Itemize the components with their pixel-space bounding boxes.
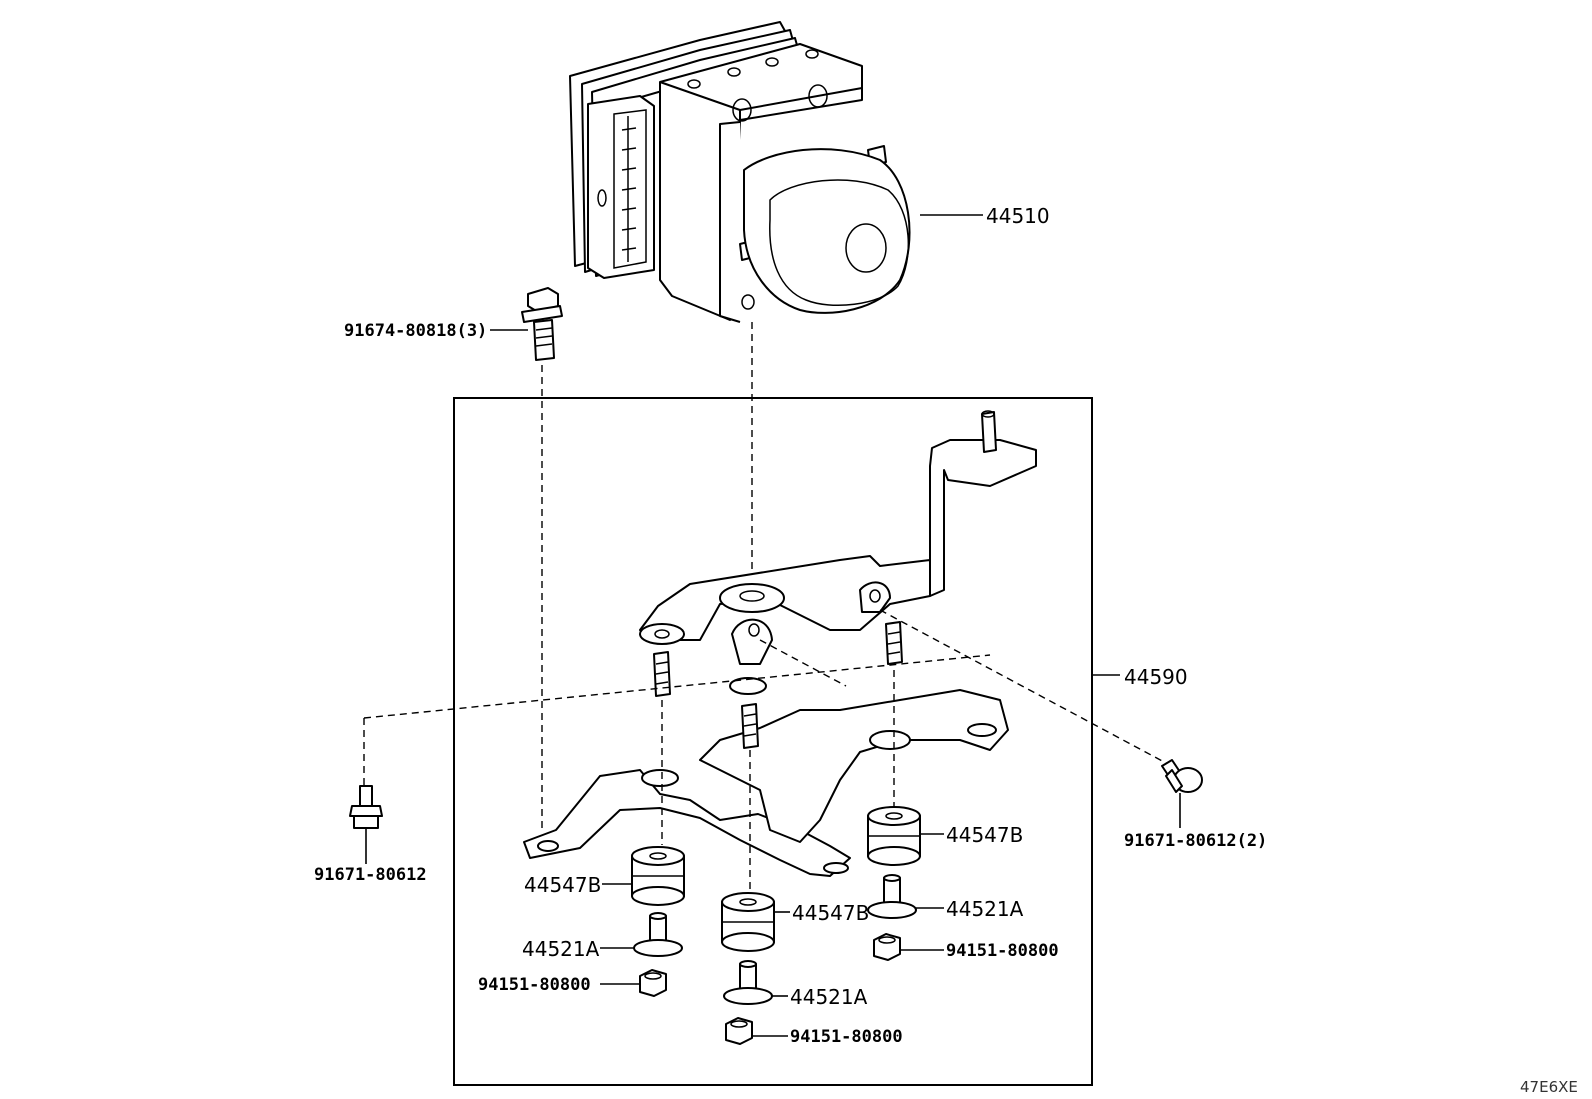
label-bolt-top: 91674-80818(3)	[344, 321, 487, 341]
collar-right-icon[interactable]	[867, 874, 917, 919]
label-collar-right: 44521A	[946, 897, 1024, 921]
diagram-code: 47E6XE	[1520, 1078, 1578, 1096]
cushion-center-icon[interactable]	[721, 892, 775, 952]
label-cushion-right: 44547B	[946, 823, 1023, 847]
bolt-91674-icon[interactable]	[521, 287, 563, 361]
label-nut-left: 94151-80800	[478, 975, 591, 995]
label-collar-left: 44521A	[522, 937, 600, 961]
label-collar-center: 44521A	[790, 985, 868, 1009]
label-abs-actuator: 44510	[986, 204, 1050, 228]
label-nut-right: 94151-80800	[946, 941, 1059, 961]
nut-center-icon[interactable]	[725, 1017, 753, 1045]
collar-center-icon[interactable]	[723, 960, 773, 1005]
bolt-91671-right-icon[interactable]	[1161, 759, 1203, 793]
label-bracket-assy: 44590	[1124, 665, 1188, 689]
cushion-left-icon[interactable]	[631, 846, 685, 906]
collar-left-icon[interactable]	[633, 912, 683, 957]
abs-actuator[interactable]	[569, 21, 911, 323]
label-bolt-right: 91671-80612(2)	[1124, 831, 1267, 851]
bracket-assy-frame	[453, 397, 1093, 1086]
nut-right-icon[interactable]	[873, 933, 901, 961]
bracket-assy[interactable]	[523, 410, 1037, 877]
cushion-right-icon[interactable]	[867, 806, 921, 866]
nut-left-icon[interactable]	[639, 969, 667, 997]
bolt-91671-left-icon[interactable]	[349, 785, 383, 829]
label-bolt-left: 91671-80612	[314, 865, 427, 885]
label-cushion-center: 44547B	[792, 901, 869, 925]
label-cushion-left: 44547B	[524, 873, 601, 897]
label-nut-center: 94151-80800	[790, 1027, 903, 1047]
